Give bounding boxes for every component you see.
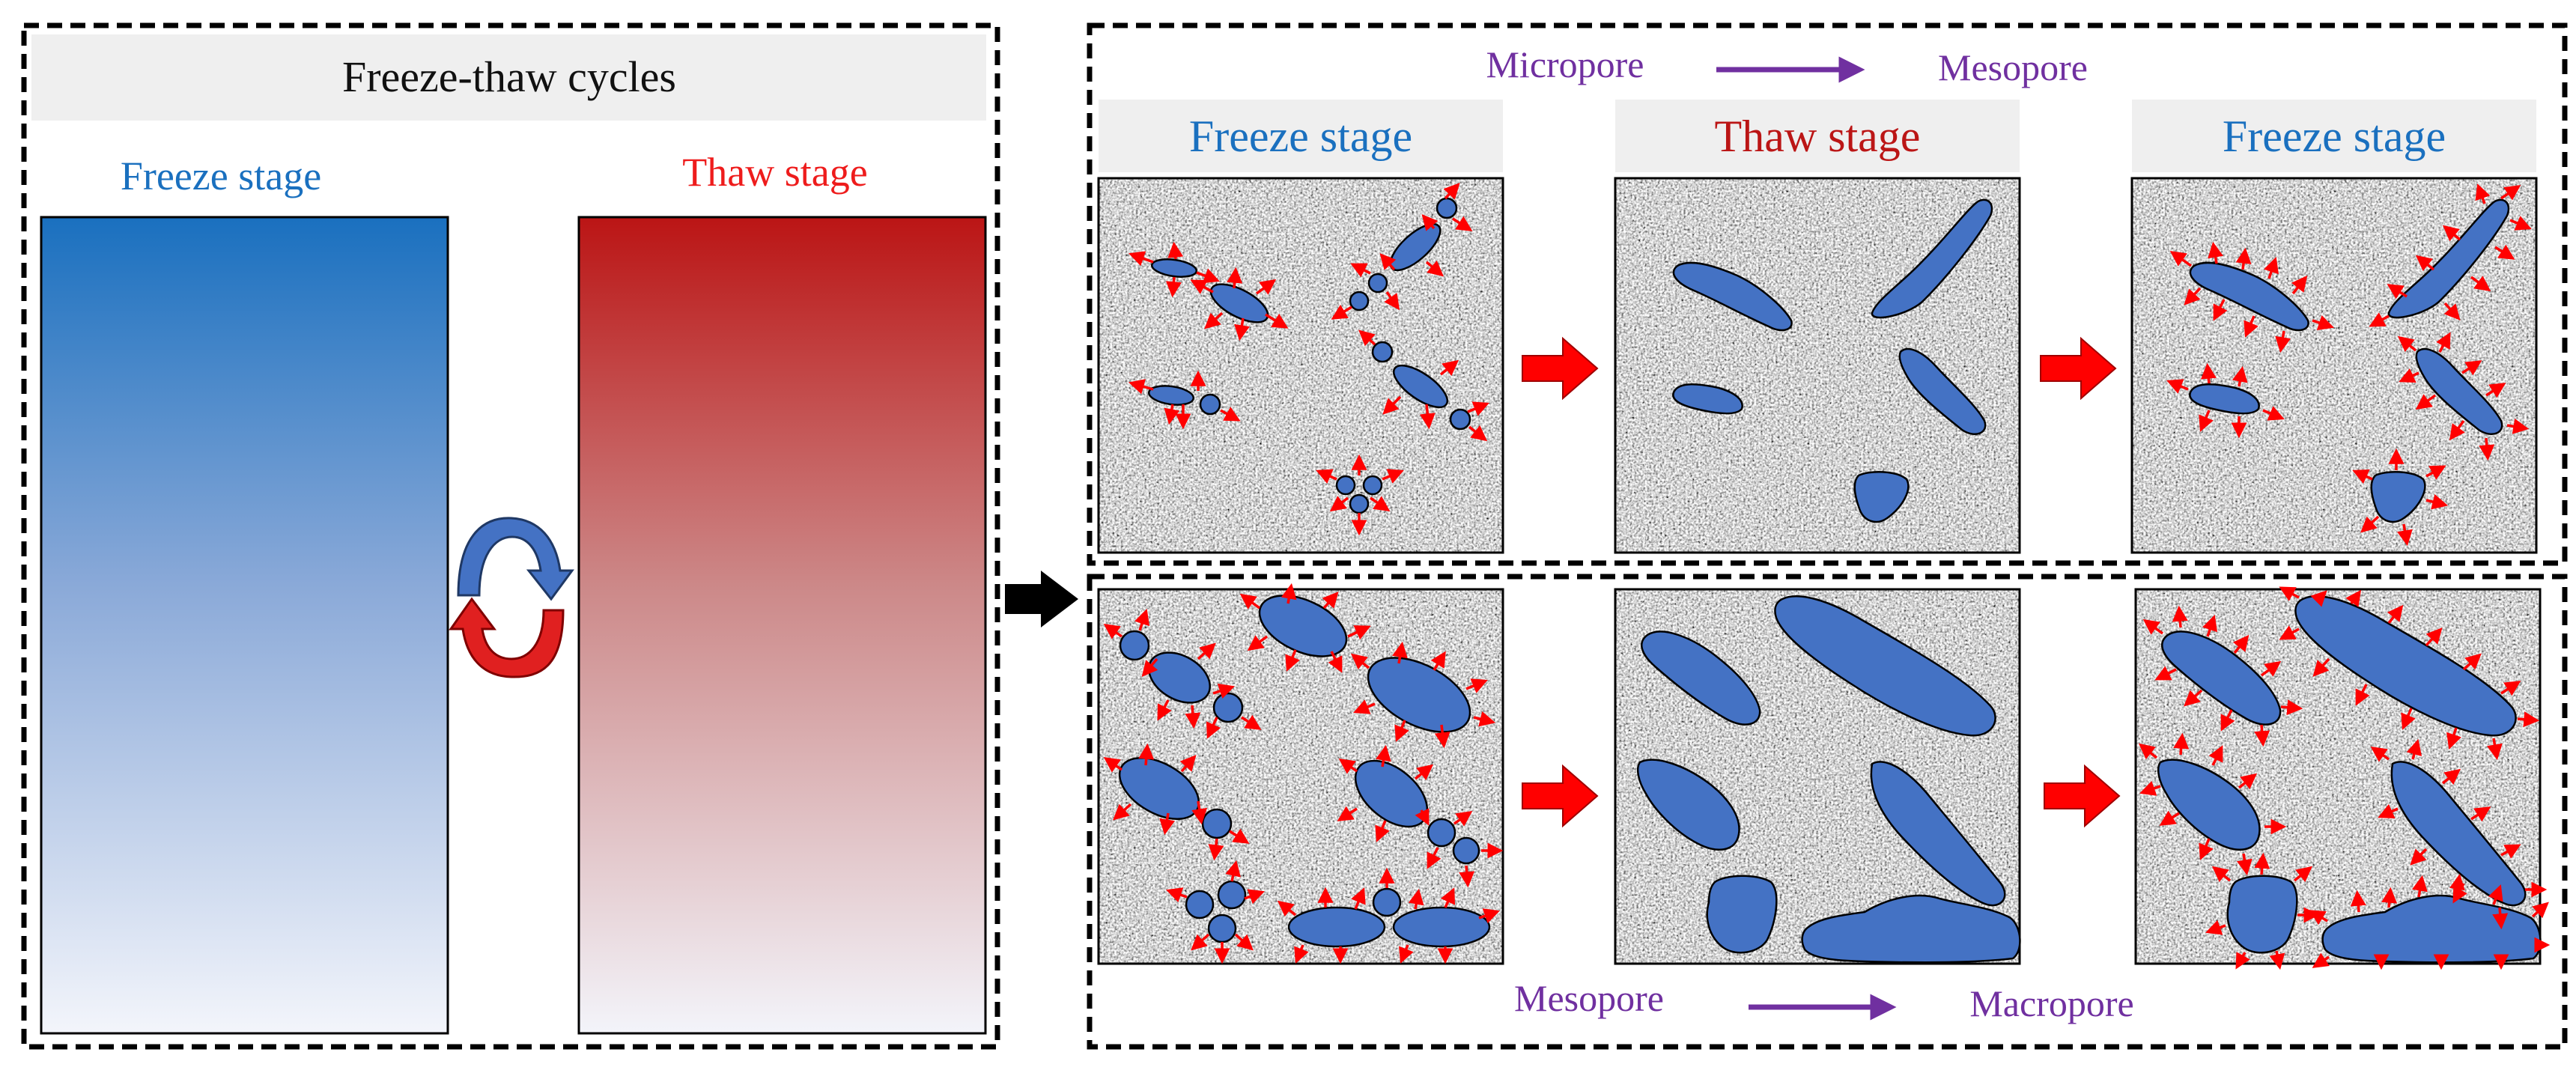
right-bottom-border	[1087, 574, 2568, 1050]
macropore-label: Macropore	[1969, 982, 2133, 1024]
pores-top-3	[2189, 198, 2510, 523]
red-arrow-icon	[2044, 764, 2121, 828]
left-title-bar	[31, 34, 986, 121]
thaw-stage-label: Thaw stage	[682, 150, 867, 195]
cycle-arrows-icon	[449, 517, 574, 678]
pores-top-1	[1147, 197, 1471, 514]
mesopore-label: Mesopore	[1938, 46, 2088, 88]
right-bottom-panel: Mesopore Macropore	[1087, 574, 2568, 1050]
expansion-arrows-bottom-1	[1103, 583, 1504, 964]
mesopore-bottom-label: Mesopore	[1514, 977, 1664, 1019]
expansion-arrows-top-3	[2166, 183, 2532, 547]
black-arrow-icon	[1005, 571, 1078, 627]
thaw-gradient-bar	[577, 216, 987, 1035]
stage-header-3	[2132, 100, 2536, 172]
left-panel: Freeze-thaw cycles Freeze stage Thaw sta…	[21, 22, 1000, 1050]
pores-bottom-3	[2157, 595, 2542, 964]
expansion-arrows-bottom-3	[2138, 586, 2551, 970]
left-panel-title: Freeze-thaw cycles	[342, 52, 676, 101]
stage-header-2	[1615, 100, 2020, 172]
freeze-gradient-bar	[40, 216, 449, 1035]
freeze-stage-label: Freeze stage	[121, 154, 321, 198]
right-top-panel: Micropore Mesopore Freeze stage Thaw sta…	[1087, 22, 2568, 566]
stage-header-1	[1099, 100, 1503, 172]
expansion-arrows-top-1	[1128, 183, 1489, 536]
pores-top-2	[1672, 198, 1993, 523]
red-arrow-icon	[1522, 336, 1599, 401]
stage-label-freeze-2: Freeze stage	[2223, 112, 2446, 161]
stage-label-thaw: Thaw stage	[1715, 112, 1921, 161]
micropore-label: Micropore	[1486, 43, 1644, 85]
red-arrow-icon	[1522, 764, 1599, 828]
pores-bottom-1	[1118, 595, 1491, 948]
stage-label-freeze-1: Freeze stage	[1189, 112, 1412, 161]
right-top-border	[1087, 22, 2568, 566]
pores-bottom-2	[1637, 595, 2021, 964]
sample-top-1	[1097, 177, 1504, 554]
red-arrow-icon	[2040, 336, 2117, 401]
